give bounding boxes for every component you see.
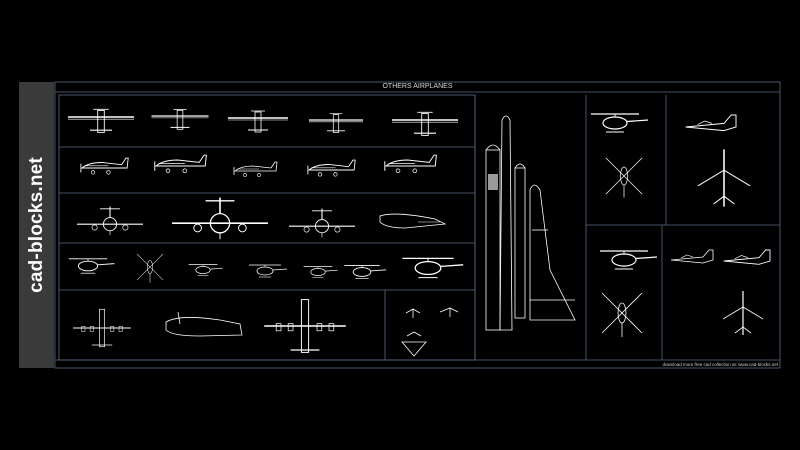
row-light-aircraft	[67, 108, 459, 137]
sheet-title: OTHERS AIRPLANES	[382, 83, 453, 90]
right-panel-bottom	[599, 249, 771, 338]
small-figures	[401, 307, 459, 357]
footer-note: download more free cad collection at: ww…	[662, 362, 778, 367]
row-side-views	[80, 154, 437, 178]
space-shuttle	[485, 115, 576, 331]
row-jet-front	[76, 196, 447, 240]
sheet-frame	[54, 81, 781, 369]
right-panel-top	[590, 113, 751, 208]
row-transports	[72, 298, 347, 354]
sidebar-band	[19, 82, 54, 368]
row-helicopters	[68, 253, 464, 283]
